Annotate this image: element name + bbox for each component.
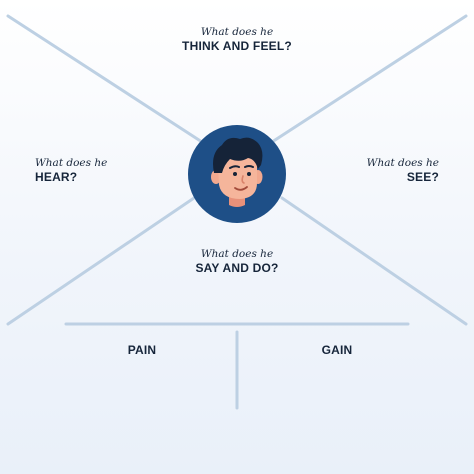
hear-title: HEAR?: [35, 170, 78, 184]
see-question: What does he: [366, 157, 439, 169]
section-think-and-feel: What does he THINK AND FEEL?: [137, 26, 337, 54]
say-title: SAY AND DO?: [195, 261, 279, 275]
person-face-icon: [188, 125, 286, 223]
section-say-and-do: What does he SAY AND DO?: [137, 248, 337, 276]
think-question: What does he: [200, 26, 274, 38]
diagonal-bottom-left: [6, 196, 196, 326]
gain-label: GAIN: [321, 343, 353, 357]
diagonal-bottom-right: [280, 196, 468, 326]
diagonal-top-left: [6, 14, 204, 144]
say-question: What does he: [200, 248, 274, 260]
pain-label: PAIN: [127, 343, 157, 357]
section-hear: What does he HEAR?: [35, 157, 145, 185]
diagonal-top-right: [270, 14, 468, 144]
think-title: THINK AND FEEL?: [182, 39, 292, 53]
see-title: SEE?: [406, 170, 439, 184]
section-see: What does he SEE?: [329, 157, 439, 185]
hear-question: What does he: [35, 157, 108, 169]
